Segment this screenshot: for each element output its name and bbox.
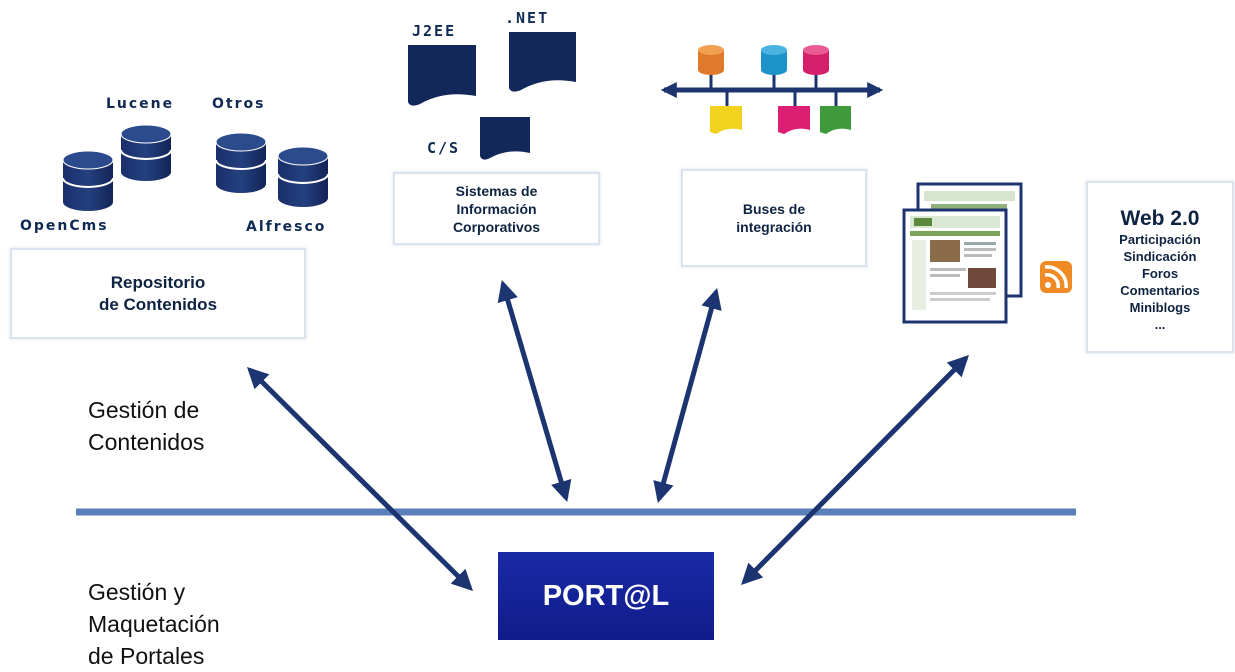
database-icon-lucene — [120, 124, 172, 181]
web-pages-icon — [902, 182, 1023, 324]
web20-item: Foros — [1141, 266, 1179, 281]
repositorio-title-line1: Repositorio — [110, 272, 206, 292]
doc-label-dotnet: .NET — [505, 9, 550, 27]
arrow-web20-portal — [741, 355, 969, 585]
web20-item: Miniblogs — [1129, 300, 1191, 315]
gestion-contenidos-line2: Contenidos — [88, 429, 205, 455]
integration-bus-icon — [660, 45, 884, 134]
database-icon-alfresco — [277, 146, 329, 207]
db-label-alfresco: Alfresco — [246, 219, 327, 235]
database-icon-opencms — [62, 150, 114, 211]
repositorio-title-line2: de Contenidos — [98, 294, 218, 314]
portal-label: PORT@L — [542, 579, 670, 612]
doc-label-cs: C/S — [427, 139, 461, 157]
repositorio-box: Repositorio de Contenidos — [10, 248, 306, 339]
document-icon-j2ee — [408, 45, 476, 106]
gestion-portales-line1: Gestión y — [88, 579, 186, 605]
sistemas-title-line2: Información — [456, 200, 537, 217]
portal-box: PORT@L — [498, 552, 714, 640]
web20-item: Sindicación — [1123, 249, 1197, 264]
buses-box: Buses de integración — [681, 169, 867, 267]
gestion-portales-label: Gestión y Maquetación de Portales — [88, 576, 220, 672]
sistemas-title-line3: Corporativos — [452, 218, 541, 235]
doc-label-j2ee: J2EE — [412, 22, 457, 40]
db-label-lucene: Lucene — [106, 96, 175, 112]
gestion-contenidos-line1: Gestión de — [88, 397, 200, 423]
rss-icon — [1040, 261, 1072, 293]
arrow-buses-portal — [653, 287, 722, 504]
web20-box: Web 2.0 Participación Sindicación Foros … — [1086, 181, 1234, 353]
arrow-repositorio-portal — [247, 367, 473, 591]
web20-item: ... — [1154, 317, 1166, 332]
arrow-sistemas-portal — [497, 279, 572, 503]
db-label-opencms: OpenCms — [20, 218, 109, 234]
gestion-portales-line3: de Portales — [88, 643, 205, 669]
buses-title-line2: integración — [736, 219, 812, 235]
web20-title: Web 2.0 — [1120, 207, 1200, 230]
web20-item: Comentarios — [1120, 283, 1200, 298]
gestion-contenidos-label: Gestión de Contenidos — [88, 394, 204, 458]
gestion-portales-line2: Maquetación — [88, 611, 220, 637]
db-label-otros: Otros — [212, 96, 266, 112]
database-icon-otros — [215, 132, 267, 193]
sistemas-box: Sistemas de Información Corporativos — [393, 172, 600, 245]
buses-title-line1: Buses de — [742, 201, 806, 217]
sistemas-title-line1: Sistemas de — [455, 182, 538, 199]
web20-item: Participación — [1119, 232, 1201, 247]
document-icon-cs — [480, 117, 530, 160]
document-icon-dotnet — [509, 32, 576, 92]
